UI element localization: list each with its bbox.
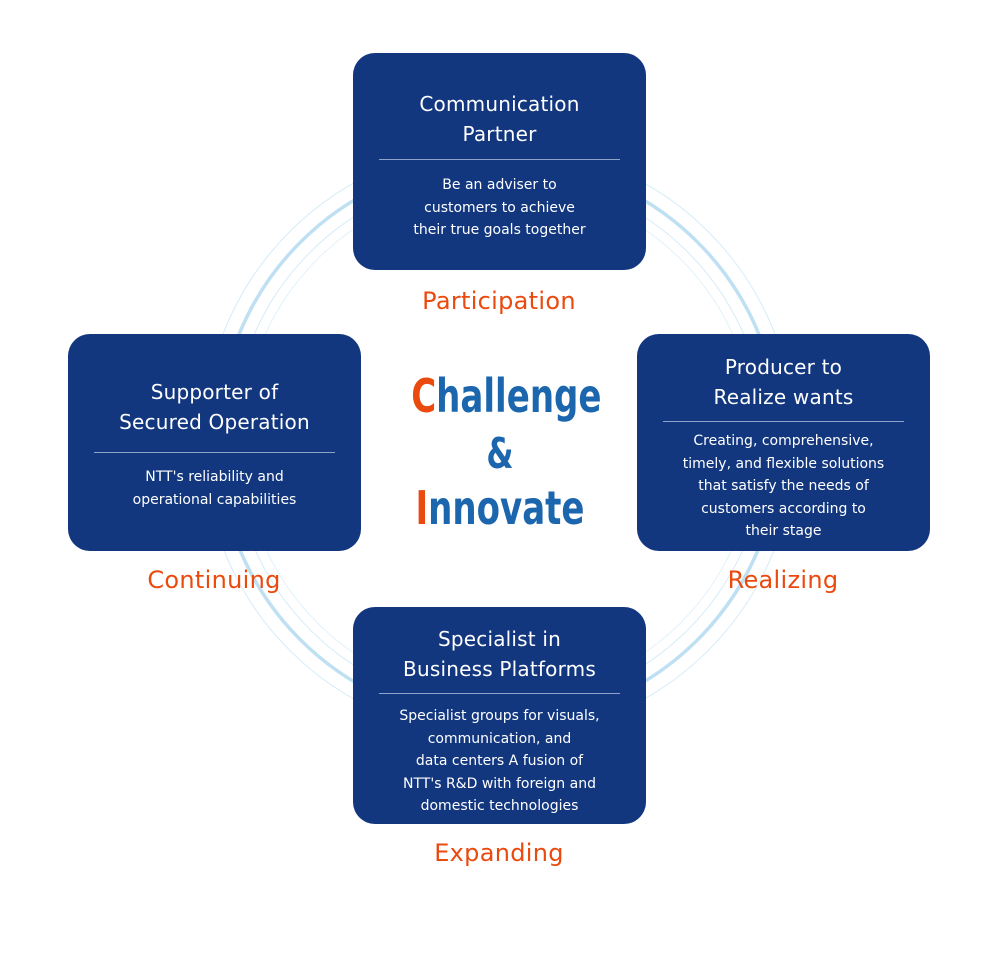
challenge-rest: hallenge — [436, 369, 602, 423]
card-title: Producer to Realize wants — [637, 352, 930, 412]
card-title-line: Partner — [462, 122, 537, 146]
card-desc-line: Be an adviser to — [442, 177, 557, 193]
phase-label-continuing: Continuing — [147, 566, 281, 594]
card-title-line: Specialist in — [437, 627, 562, 651]
center-ampersand: & — [486, 429, 514, 478]
innovate-initial: I — [415, 481, 429, 535]
card-desc-line: operational capabilities — [132, 491, 297, 508]
card-producer-realize-wants: Producer to Realize wants Creating, comp… — [637, 334, 930, 551]
card-desc-line: domestic technologies — [420, 798, 579, 814]
card-title: Supporter of Secured Operation — [68, 377, 361, 437]
card-title: Specialist in Business Platforms — [353, 624, 646, 684]
challenge-initial: C — [411, 369, 437, 423]
card-desc-line: Specialist groups for visuals, — [399, 708, 600, 724]
card-divider — [379, 693, 620, 694]
card-title-line: Secured Operation — [119, 410, 310, 434]
card-title-line: Communication — [419, 92, 580, 116]
card-title-line: Business Platforms — [403, 657, 596, 681]
card-divider — [663, 421, 904, 422]
card-desc-line: communication, and — [427, 730, 572, 747]
phase-label-expanding: Expanding — [434, 839, 564, 867]
center-innovate: Innovate — [411, 478, 589, 538]
card-description: NTT's reliability and operational capabi… — [78, 466, 351, 511]
card-specialist-business-platforms: Specialist in Business Platforms Special… — [353, 607, 646, 824]
card-desc-line: their true goals together — [413, 222, 586, 238]
card-title-line: Producer to — [724, 355, 843, 379]
card-title-line: Supporter of — [150, 380, 279, 404]
card-desc-line: customers to achieve — [424, 199, 575, 216]
card-desc-line: that satisfy the needs of — [698, 478, 869, 494]
center-challenge: Challenge — [411, 366, 601, 426]
phase-label-realizing: Realizing — [727, 566, 839, 594]
card-desc-line: data centers A fusion of — [415, 753, 584, 769]
card-communication-partner: Communication Partner Be an adviser to c… — [353, 53, 646, 270]
phase-label-participation: Participation — [422, 287, 576, 315]
card-desc-line: NTT's reliability and — [145, 469, 284, 485]
card-divider — [379, 159, 620, 160]
card-supporter-secured-operation: Supporter of Secured Operation NTT's rel… — [68, 334, 361, 551]
card-description: Be an adviser to customers to achieve th… — [363, 174, 636, 242]
card-desc-line: timely, and flexible solutions — [682, 455, 885, 472]
card-description: Specialist groups for visuals, communica… — [363, 705, 636, 818]
card-desc-line: Creating, comprehensive, — [693, 433, 874, 449]
card-divider — [94, 452, 335, 453]
card-description: Creating, comprehensive, timely, and fle… — [647, 430, 920, 543]
card-title-line: Realize wants — [713, 385, 854, 409]
card-desc-line: customers according to — [701, 500, 866, 517]
card-desc-line: NTT's R&D with foreign and — [403, 775, 596, 792]
card-title: Communication Partner — [353, 89, 646, 149]
card-desc-line: their stage — [745, 523, 822, 539]
innovate-rest: nnovate — [428, 481, 585, 535]
